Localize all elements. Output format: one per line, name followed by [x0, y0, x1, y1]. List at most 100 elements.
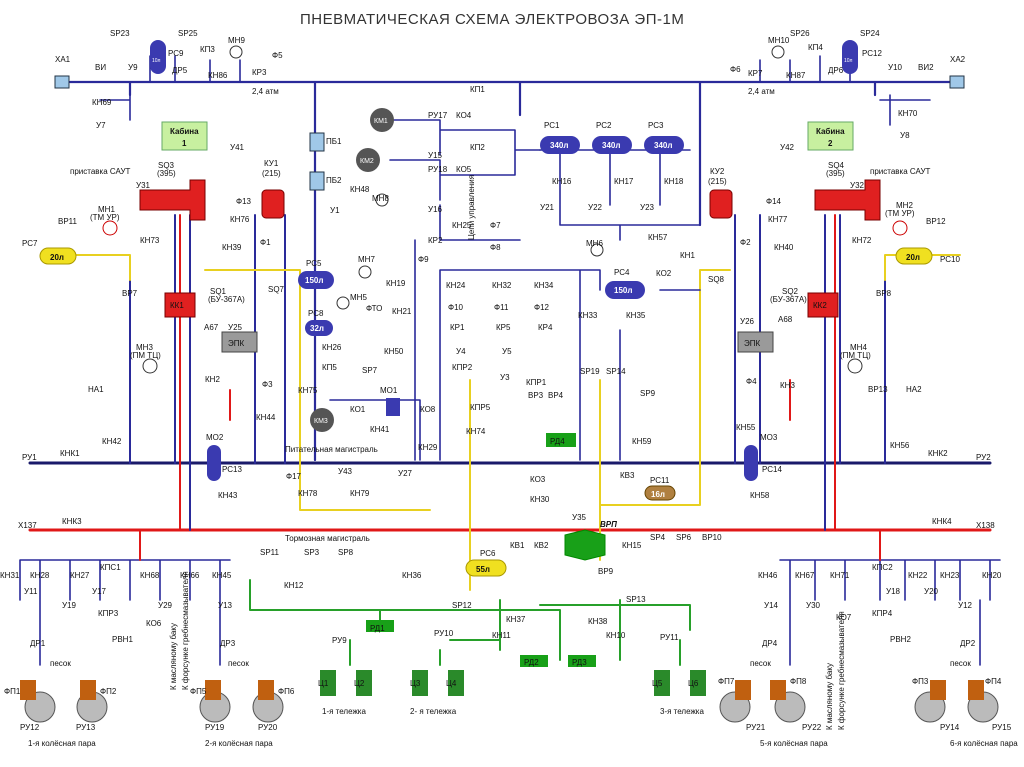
side-text: приставка САУТ приставка САУТ песок песо… [50, 167, 971, 730]
component-label-ku2: КУ2 [710, 167, 725, 176]
km3-name: КМ3 [314, 418, 328, 425]
component-label-f13: Ф13 [236, 197, 252, 206]
component-label-dr5: ДР5 [172, 66, 188, 75]
rc12-volume: 10л [844, 58, 853, 64]
component-label-kr5: КР5 [496, 323, 511, 332]
bogie-1: 1-я тележка [322, 707, 366, 716]
saut-right: приставка САУТ [870, 167, 931, 176]
rc1-volume: 340л [550, 141, 568, 150]
component-label-u32: У32 [850, 181, 865, 190]
component-label-ko5: КО5 [456, 165, 472, 174]
component-label-kpr5: КПР5 [470, 403, 491, 412]
component-label-ru2: РУ2 [976, 453, 991, 462]
sand-1: песок [50, 659, 71, 668]
component-label-kn19: КН19 [386, 279, 406, 288]
component-label-kn43: КН43 [218, 491, 238, 500]
rc7-volume: 20л [50, 253, 64, 262]
component-label-rc12l: РС12 [862, 49, 882, 58]
component-label-f2: Ф2 [740, 238, 751, 247]
component-label-u41: У41 [230, 143, 245, 152]
component-label-kn45: КН45 [212, 571, 232, 580]
component-label-fp3: ФП3 [912, 677, 929, 686]
component-label-kn1: КН1 [680, 251, 695, 260]
component-label-mn2: МН2 [896, 201, 913, 210]
component-label-ko7: КО7 [836, 613, 852, 622]
component-label-pb2: ПБ2 [326, 176, 342, 185]
left-top-branch [99, 55, 241, 121]
reservoir-rc10 [895, 247, 933, 265]
cabin-1-box [161, 121, 208, 151]
lower-red-verticals [139, 529, 881, 561]
component-label-sq1n: (БУ-367А) [208, 295, 245, 304]
component-label-mn5: МН5 [350, 293, 367, 302]
component-label-kn28: КН28 [30, 571, 50, 580]
component-label-kn22: КН22 [908, 571, 928, 580]
component-label-na1: НА1 [88, 385, 104, 394]
component-label-rd2: РД2 [524, 658, 539, 667]
component-label-c2: Ц2 [354, 679, 365, 688]
component-label-u18: У18 [886, 587, 901, 596]
separator-mo2 [207, 445, 221, 481]
component-label-kn30: КН30 [530, 495, 550, 504]
component-label-p24b: 2,4 атм [748, 87, 775, 96]
component-label-u25: У25 [228, 323, 243, 332]
component-label-kn55: КН55 [736, 423, 756, 432]
component-label-sp11: SP11 [260, 548, 280, 557]
component-label-kn42: КН42 [102, 437, 122, 446]
component-label-kn39: КН39 [222, 243, 242, 252]
component-label-rvn2: РВН2 [890, 635, 911, 644]
oil-left: К масляному баку [169, 623, 178, 690]
component-label-f12: Ф12 [534, 303, 550, 312]
reservoir-rc7 [39, 247, 77, 265]
component-label-rc14: РС14 [762, 465, 782, 474]
component-label-f3: Ф3 [262, 380, 273, 389]
component-label-sq8: SQ8 [708, 275, 725, 284]
component-label-rvn1: РВН1 [112, 635, 133, 644]
component-label-kn74: КН74 [466, 427, 486, 436]
cyl-c1 [320, 670, 336, 696]
component-label-f9: Ф9 [418, 255, 429, 264]
component-label-u3: У3 [500, 373, 510, 382]
component-label-vr10: ВР10 [702, 533, 722, 542]
component-label-mn3: МН3 [136, 343, 153, 352]
component-label-ru10: РУ10 [434, 629, 454, 638]
reservoir-lines [539, 144, 701, 241]
component-label-kn33: КН33 [578, 311, 598, 320]
hose-xa1 [54, 75, 70, 89]
component-label-kv2: КВ2 [534, 541, 549, 550]
gauge-mn5 [336, 296, 350, 310]
gauge-mn6 [590, 243, 604, 257]
component-label-kn2: КН2 [205, 375, 220, 384]
rd4 [546, 433, 576, 447]
component-label-kpr4: КПР4 [872, 609, 893, 618]
reservoir-volumes: 340л 340л 340л 150л 150л 32л 20л 20л 55л… [50, 58, 920, 574]
sander-fp7 [735, 680, 751, 700]
component-label-ru14: РУ14 [940, 723, 960, 732]
component-label-u13: У13 [218, 601, 233, 610]
rc3-volume: 340л [654, 141, 672, 150]
component-label-vr8: ВР8 [876, 289, 892, 298]
component-label-f17: Ф17 [286, 472, 302, 481]
wheelset-6: 6-я колёсная пара [950, 739, 1018, 748]
separator-mo3 [744, 445, 758, 481]
component-label-rd4: РД4 [550, 437, 565, 446]
equipment [20, 40, 999, 723]
rd1 [366, 620, 394, 632]
component-label-kn29: КН29 [418, 443, 438, 452]
component-label-kr7: КР7 [748, 69, 763, 78]
component-label-ru15: РУ15 [992, 723, 1012, 732]
component-label-u26: У26 [740, 317, 755, 326]
rc11-volume: 16л [651, 490, 665, 499]
component-label-mo2: МО2 [206, 433, 224, 442]
component-label-ru19: РУ19 [205, 723, 225, 732]
cabin-2-number: 2 [828, 139, 833, 148]
gauge-mn1 [102, 220, 118, 236]
valve-u32 [814, 179, 881, 221]
component-label-f6: Ф6 [730, 65, 741, 74]
component-label-kn56: КН56 [890, 441, 910, 450]
component-label-xa2: ХА2 [950, 55, 966, 64]
component-label-c5: Ц5 [652, 679, 663, 688]
component-label-fp6: ФП6 [278, 687, 295, 696]
component-label-c3: Ц3 [410, 679, 421, 688]
